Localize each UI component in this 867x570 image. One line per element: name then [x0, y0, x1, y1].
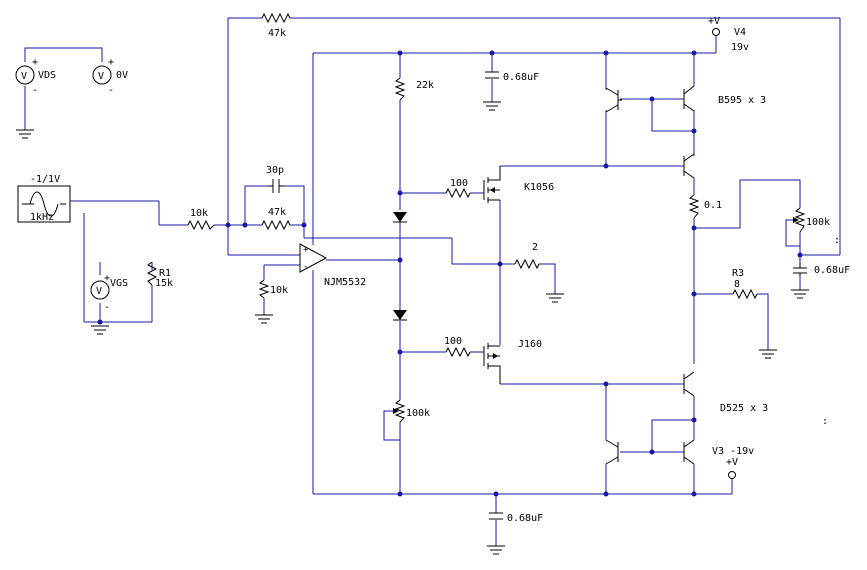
svg-text:100k: 100k — [406, 408, 430, 419]
svg-text:+: + — [303, 245, 309, 255]
potentiometer-bottom: 100k — [393, 399, 430, 423]
svg-text:22k: 22k — [416, 80, 434, 91]
diode-bottom — [393, 310, 407, 321]
vgs-meter: V + - VGS — [90, 273, 128, 313]
svg-text:-: - — [32, 85, 38, 96]
zero-volt-meter: V + - 0V — [92, 57, 128, 96]
vds-meter: V + - VDS — [15, 57, 56, 96]
resistor-input: 10k — [187, 208, 215, 231]
svg-text:0.68uF: 0.68uF — [503, 72, 539, 83]
svg-text:8: 8 — [734, 279, 740, 290]
zero-v-label: 0V — [116, 70, 128, 81]
resistor-feedback-top: 47k — [261, 12, 291, 39]
ground-symbols — [16, 101, 809, 555]
k1056-label: K1056 — [524, 182, 554, 193]
bjt-bottom-right — [683, 439, 695, 465]
svg-text:0.1: 0.1 — [704, 200, 722, 211]
svg-text:V3 -19v: V3 -19v — [712, 446, 754, 457]
source-frequency: 1kHz — [30, 212, 54, 223]
capacitor-30p: 30p — [266, 165, 284, 193]
mosfet-j160: J160 — [483, 339, 542, 384]
svg-text:V: V — [98, 71, 104, 82]
svg-text:10k: 10k — [270, 285, 288, 296]
svg-text:15k: 15k — [155, 278, 173, 289]
svg-text:+: + — [108, 57, 114, 68]
supply-v3: +V V3 -19v — [712, 446, 754, 479]
junction-dots — [97, 50, 803, 497]
b595-label: B595 x 3 — [718, 95, 766, 106]
opamp: + - NJM5532 — [299, 243, 366, 288]
svg-text:+V: +V — [726, 457, 738, 468]
resistor-bias: 22k — [394, 77, 434, 101]
bjt-top-right — [683, 85, 695, 112]
svg-text:-: - — [104, 302, 110, 313]
svg-text:R1: R1 — [159, 268, 171, 279]
resistor-r3: R3 8 — [732, 268, 758, 300]
svg-text:+: + — [104, 273, 110, 284]
svg-text:+V: +V — [708, 16, 720, 27]
svg-text:30p: 30p — [266, 165, 284, 176]
function-generator: -1/1V 1kHz — [17, 174, 71, 223]
potentiometer-right: 100k : — [793, 207, 840, 246]
resistor-output-2: 2 — [514, 242, 540, 270]
bjt-bottom-left — [605, 439, 619, 465]
opamp-label: NJM5532 — [324, 277, 366, 288]
svg-text:2: 2 — [532, 242, 538, 253]
resistor-ground: 10k — [258, 279, 288, 299]
svg-text:V: V — [21, 71, 27, 82]
svg-text:V: V — [96, 286, 102, 297]
svg-text:-: - — [108, 85, 114, 96]
svg-text:+: + — [32, 57, 38, 68]
svg-text:0.68uF: 0.68uF — [507, 513, 543, 524]
bjt-driver-top — [683, 153, 695, 179]
source-amplitude: -1/1V — [30, 174, 60, 185]
svg-text:V4: V4 — [734, 27, 746, 38]
svg-text:R3: R3 — [732, 268, 744, 279]
svg-text:47k: 47k — [268, 207, 286, 218]
svg-text::: : — [834, 235, 840, 246]
svg-text:100: 100 — [450, 178, 468, 189]
mosfet-k1056: K1056 — [483, 166, 554, 203]
bjt-top-left — [605, 87, 622, 113]
svg-text:100k: 100k — [806, 217, 830, 228]
bjt-driver-bottom — [683, 371, 695, 397]
resistor-gate-top: 100 — [445, 178, 471, 199]
capacitor-right: 0.68uF — [793, 262, 850, 276]
svg-text:10k: 10k — [190, 208, 208, 219]
resistor-feedback: 47k — [261, 207, 291, 231]
svg-text:100: 100 — [444, 336, 462, 347]
svg-text:19v: 19v — [731, 42, 749, 53]
svg-text:0.68uF: 0.68uF — [814, 265, 850, 276]
vds-label: VDS — [38, 70, 56, 81]
svg-text::: : — [822, 416, 828, 427]
diode-top — [393, 212, 407, 223]
resistor-emitter: 0.1 — [688, 194, 722, 219]
capacitor-bottom: 0.68uF — [489, 512, 543, 524]
wires — [24, 17, 841, 546]
svg-text:-: - — [303, 262, 308, 272]
resistor-gate-bottom: 100 — [444, 336, 471, 358]
resistor-r1: R1 15k — [146, 261, 173, 289]
j160-label: J160 — [518, 339, 542, 350]
vgs-label: VGS — [110, 278, 128, 289]
supply-v4: +V V4 19v — [708, 16, 749, 53]
capacitor-top: 0.68uF — [485, 71, 539, 83]
d525-label: D525 x 3 — [720, 403, 768, 414]
svg-text:47k: 47k — [268, 28, 286, 39]
